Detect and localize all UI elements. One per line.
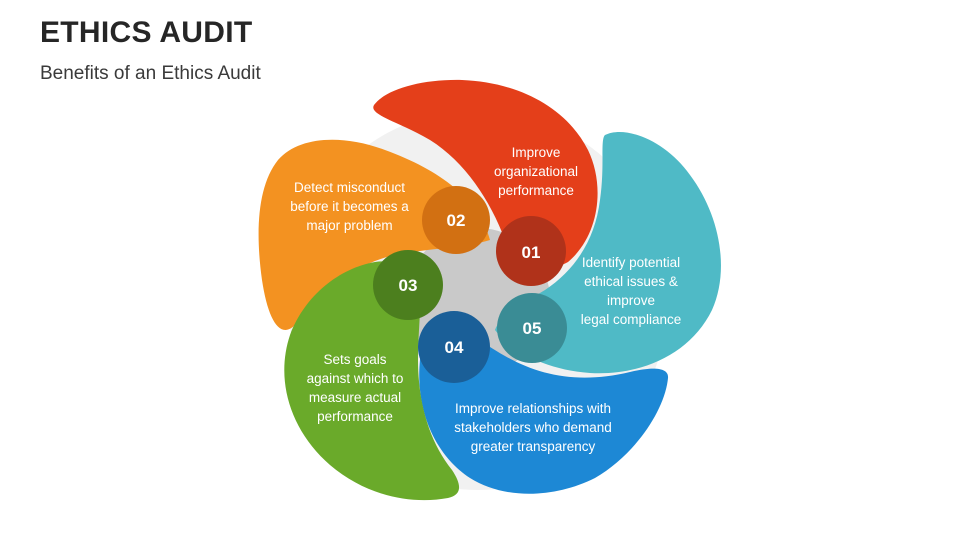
- petal-03-line: Sets goals: [323, 352, 387, 367]
- petal-03: [284, 261, 460, 501]
- petal-text-04: Improve relationships with stakeholders …: [436, 399, 630, 456]
- badge-number-01: 01: [522, 243, 541, 262]
- badge-number-04: 04: [445, 338, 464, 357]
- petal-text-02: Detect misconduct before it becomes a ma…: [272, 178, 427, 235]
- page-title: ETHICS AUDIT: [40, 16, 253, 49]
- petal-02-line: Detect misconduct: [293, 180, 406, 195]
- badge-circle-01: [496, 216, 566, 286]
- badge-circle-02: [422, 186, 490, 254]
- page-subtitle: Benefits of an Ethics Audit: [40, 63, 261, 84]
- petal-01-line: Improve: [511, 145, 561, 160]
- petal-02-line: before it becomes a: [290, 199, 409, 214]
- petal-05-line: legal compliance: [580, 312, 682, 327]
- petal-02-line: major problem: [306, 218, 393, 233]
- badge-circle-04: [418, 311, 490, 383]
- petal-text-05: Identify potential ethical issues & impr…: [570, 253, 692, 329]
- badge-circle-03: [373, 250, 443, 320]
- petal-05-line: Identify potential: [581, 255, 681, 270]
- petal-text-03: Sets goals against which to measure actu…: [290, 350, 420, 426]
- petal-02: [258, 139, 490, 330]
- petal-01-line: organizational: [493, 164, 579, 179]
- badge-number-03: 03: [399, 276, 418, 295]
- petal-03-line: measure actual: [308, 390, 402, 405]
- petal-04-line: Improve relationships with: [454, 401, 612, 416]
- badge-number-05: 05: [523, 319, 542, 338]
- petal-04-line: greater transparency: [470, 439, 596, 454]
- petal-text-01: Improve organizational performance: [476, 143, 596, 200]
- badge-number-02: 02: [447, 211, 466, 230]
- badge-circle-05: [497, 293, 567, 363]
- petal-04-line: stakeholders who demand: [454, 420, 612, 435]
- petal-03-line: against which to: [306, 371, 404, 386]
- petal-01-line: performance: [498, 183, 574, 198]
- petal-03-line: performance: [317, 409, 393, 424]
- petal-05-line: ethical issues &: [584, 274, 678, 289]
- petal-05-line: improve: [606, 293, 655, 308]
